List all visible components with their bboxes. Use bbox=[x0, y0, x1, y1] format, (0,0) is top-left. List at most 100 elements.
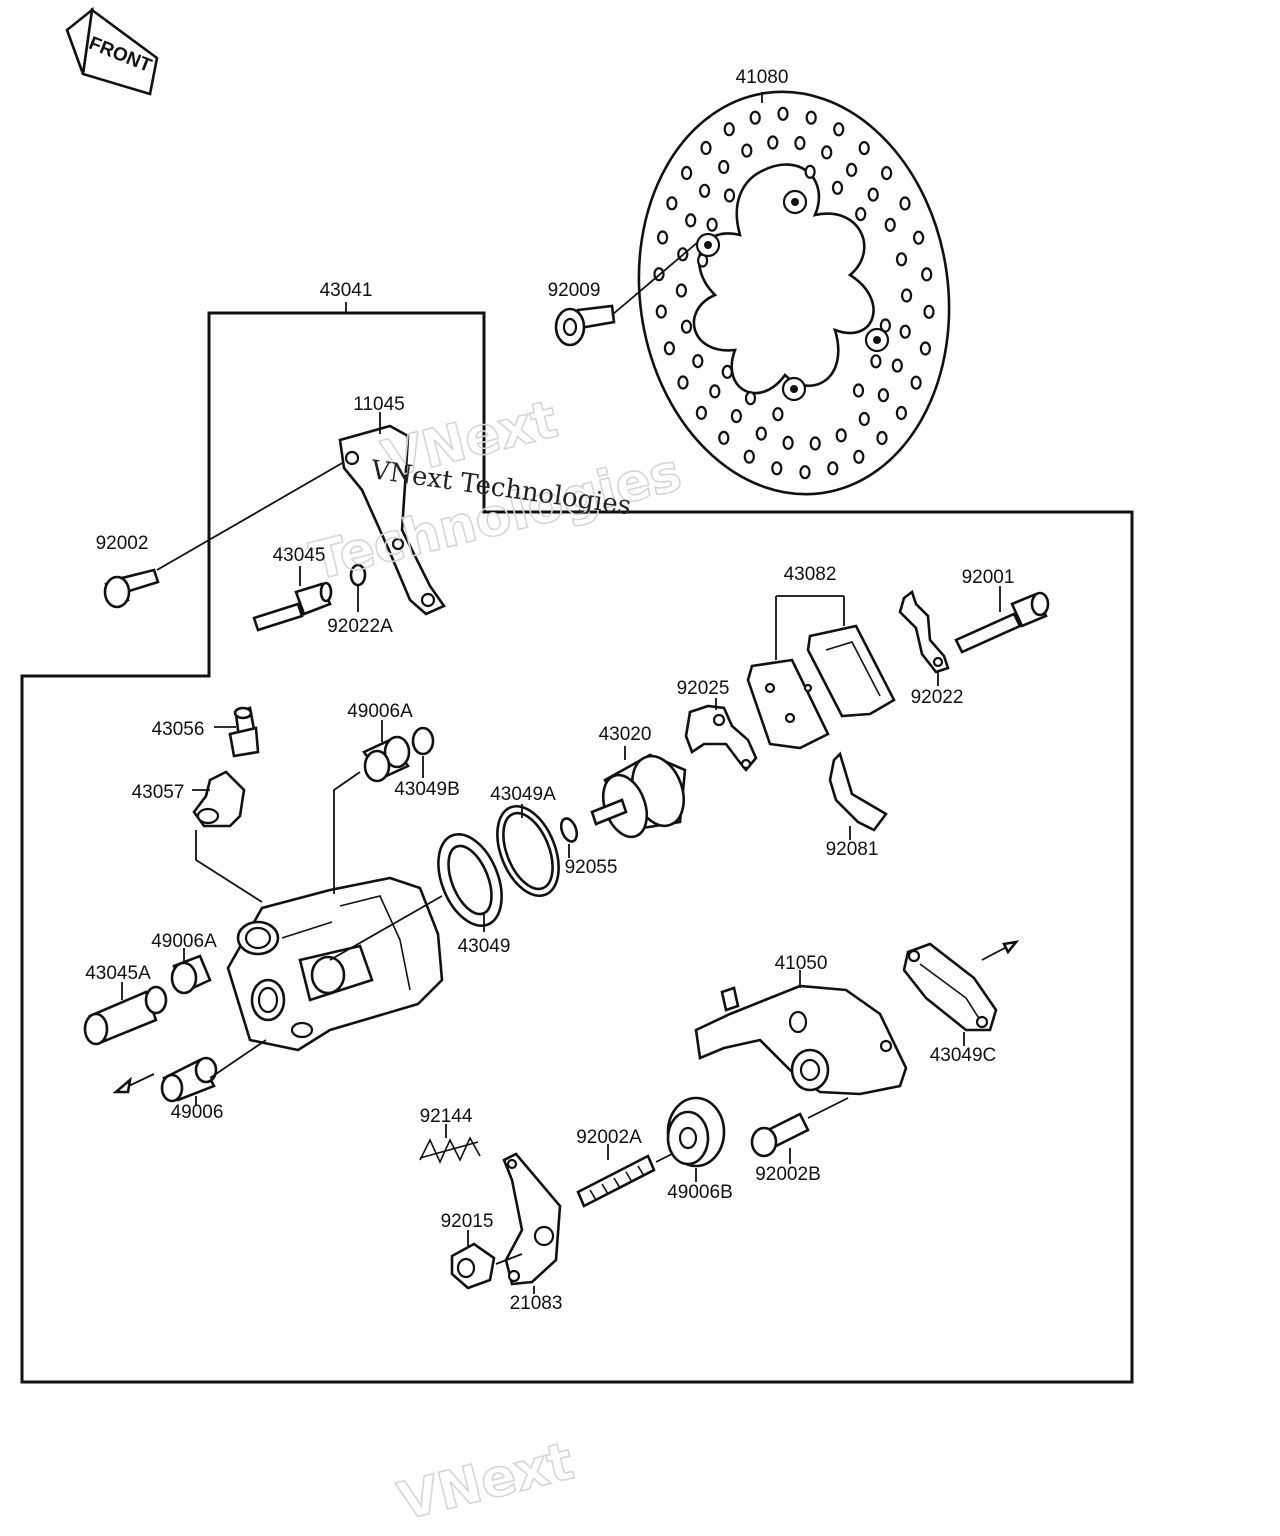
part-label-92144: 92144 bbox=[420, 1106, 473, 1127]
disc-vent-hole bbox=[685, 213, 697, 228]
disc-vent-hole bbox=[666, 196, 678, 211]
part-label-43057: 43057 bbox=[132, 782, 185, 803]
anti-rattle-spring bbox=[684, 704, 758, 773]
caliper-body bbox=[226, 876, 444, 1052]
watermark-footer-logo: VNext bbox=[393, 1431, 580, 1532]
roller bbox=[666, 1096, 726, 1168]
disc-vent-hole bbox=[718, 159, 730, 175]
piston-seal-43049A bbox=[496, 804, 560, 898]
dust-boot-49006A-left bbox=[170, 954, 212, 995]
disc-vent-hole bbox=[870, 354, 882, 369]
disc-vent-hole bbox=[858, 141, 870, 156]
part-label-92055: 92055 bbox=[565, 857, 618, 878]
disc-vent-hole bbox=[680, 165, 693, 181]
disc-vent-hole bbox=[877, 388, 890, 403]
disc-vent-hole bbox=[835, 428, 847, 443]
disc-vent-hole bbox=[880, 166, 893, 181]
disc-vent-hole bbox=[782, 435, 794, 450]
brake-pads bbox=[746, 624, 896, 750]
return-spring bbox=[419, 1136, 481, 1164]
part-label-43020: 43020 bbox=[599, 724, 652, 745]
disc-vent-hole bbox=[767, 135, 779, 150]
disc-vent-hole bbox=[858, 411, 870, 427]
part-label-49006B: 49006B bbox=[667, 1182, 733, 1203]
disc-vent-hole bbox=[695, 405, 708, 420]
disc-vent-hole bbox=[743, 449, 755, 464]
disc-vent-hole bbox=[723, 122, 735, 137]
bleeder-valve bbox=[228, 706, 260, 758]
dust-boot-49006A-top bbox=[362, 735, 411, 783]
part-label-92022: 92022 bbox=[911, 687, 964, 708]
disc-vent-hole bbox=[744, 391, 757, 406]
disc-vent-hole bbox=[867, 187, 879, 202]
threaded-rod bbox=[576, 1154, 656, 1208]
disc-vent-hole bbox=[741, 143, 753, 158]
disc-vent-hole bbox=[794, 136, 806, 151]
disc-vent-hole bbox=[723, 188, 736, 203]
disc-vent-hole bbox=[921, 267, 933, 282]
disc-vent-hole bbox=[884, 217, 896, 232]
disc-vent-hole bbox=[721, 364, 733, 379]
disc-vent-hole bbox=[718, 430, 730, 445]
part-label-43041: 43041 bbox=[320, 280, 373, 301]
disc-vent-hole bbox=[700, 140, 712, 156]
disc-vent-hole bbox=[698, 183, 711, 198]
part-label-92002B: 92002B bbox=[755, 1164, 821, 1185]
disc-vent-hole bbox=[771, 461, 783, 476]
disc-vent-hole bbox=[749, 110, 761, 125]
disc-vent-hole bbox=[891, 358, 903, 373]
part-label-49006A-top: 49006A bbox=[347, 701, 413, 722]
bleeder-cap bbox=[192, 770, 246, 828]
part-label-21083: 21083 bbox=[510, 1293, 563, 1314]
part-label-92002: 92002 bbox=[96, 533, 149, 554]
disc-vent-hole bbox=[912, 230, 925, 245]
washer-92022A bbox=[349, 563, 367, 587]
part-label-49006A-left: 49006A bbox=[151, 931, 217, 952]
pad-spring bbox=[828, 751, 888, 832]
part-labels: 41080 43041 92009 11045 92002 43045 9202… bbox=[85, 67, 1014, 1314]
brake-disc bbox=[637, 90, 951, 496]
disc-vent-hole bbox=[805, 110, 817, 125]
part-label-43056: 43056 bbox=[152, 719, 205, 740]
disc-vent-hole bbox=[827, 461, 839, 476]
housing-gasket bbox=[902, 942, 998, 1032]
parking-lever bbox=[502, 1152, 562, 1286]
caliper-bracket bbox=[338, 424, 446, 616]
assembly-frame bbox=[20, 311, 1134, 1384]
disc-vent-hole bbox=[809, 436, 821, 451]
part-label-92025: 92025 bbox=[677, 678, 730, 699]
disc-vent-hole bbox=[910, 375, 922, 390]
housing-bolt bbox=[750, 1112, 810, 1158]
disc-vent-hole bbox=[772, 407, 784, 422]
front-arrow-icon: FRONT bbox=[65, 6, 159, 96]
disc-vent-hole bbox=[692, 354, 704, 369]
part-label-43049C: 43049C bbox=[930, 1045, 997, 1066]
dust-boot-49006 bbox=[160, 1056, 218, 1103]
part-label-49006: 49006 bbox=[171, 1102, 224, 1123]
disc-vent-hole bbox=[831, 180, 844, 195]
piston-seal-43049 bbox=[437, 832, 503, 928]
part-label-92022A: 92022A bbox=[327, 616, 393, 637]
part-label-11045: 11045 bbox=[353, 394, 404, 415]
disc-vent-hole bbox=[833, 122, 845, 137]
washer-43049B bbox=[411, 726, 435, 756]
disc-vent-hole bbox=[899, 196, 911, 211]
part-label-43049B: 43049B bbox=[394, 779, 460, 800]
disc-vent-hole bbox=[799, 465, 811, 480]
disc-vent-hole bbox=[845, 162, 858, 177]
disc-vent-hole bbox=[900, 288, 913, 303]
disc-vent-hole bbox=[730, 409, 743, 424]
disc-vent-hole bbox=[895, 252, 908, 267]
disc-vent-hole bbox=[675, 283, 688, 298]
part-label-92001: 92001 bbox=[962, 567, 1015, 588]
disc-vent-hole bbox=[923, 304, 935, 319]
part-label-92009: 92009 bbox=[548, 280, 601, 301]
disc-vent-hole bbox=[919, 341, 932, 356]
disc-vent-hole bbox=[876, 430, 888, 446]
part-label-41080: 41080 bbox=[736, 67, 789, 88]
disc-vent-hole bbox=[656, 230, 669, 245]
bracket-bolt bbox=[103, 568, 160, 609]
disc-bolt bbox=[554, 304, 616, 347]
disc-vent-hole bbox=[855, 207, 867, 222]
